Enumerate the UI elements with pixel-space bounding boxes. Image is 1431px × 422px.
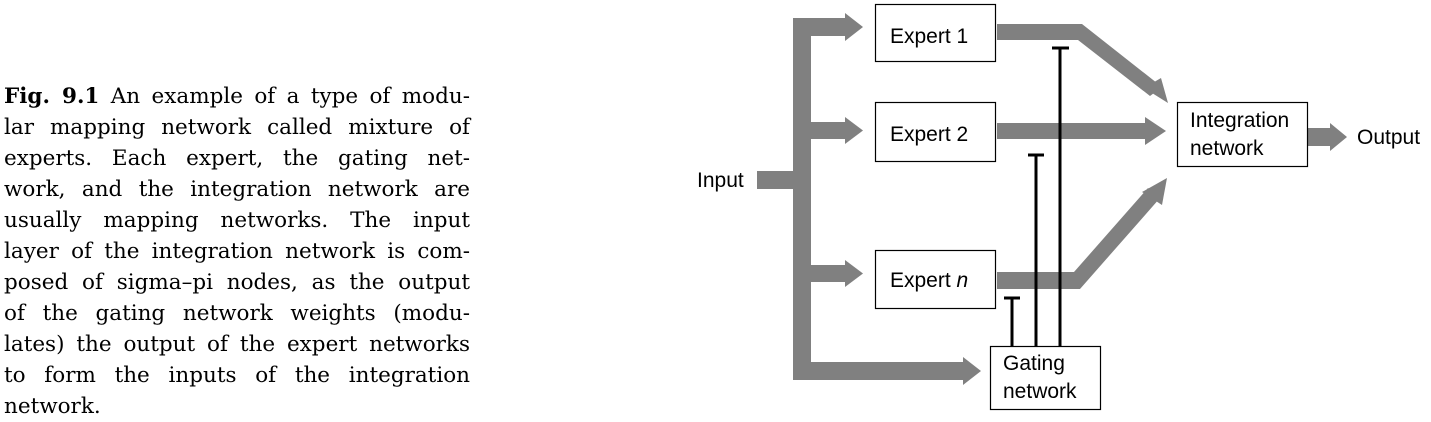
caption-line-6: layer of the integration network is com- — [4, 239, 470, 264]
caption-line-10: to form the inputs of the integration — [4, 363, 470, 388]
expert-2-label: Expert 2 — [890, 123, 968, 146]
caption-line-9: lates) the output of the expert networks — [4, 332, 470, 357]
caption-line-1: Fig. 9.1 An example of a type of modu- — [4, 84, 470, 109]
caption-line-5: usually mapping networks. The input — [4, 208, 470, 233]
input-label: Input — [697, 169, 744, 192]
arrowhead-expert-1-out — [1144, 78, 1168, 103]
branch-expert-2 — [811, 122, 845, 139]
arrowhead-expert-1 — [845, 13, 863, 41]
arrowhead-output — [1330, 123, 1347, 151]
integration-label-line-2: network — [1190, 137, 1264, 160]
expert-n-label: Expert n — [890, 269, 968, 292]
flow-arrows — [757, 13, 1347, 385]
flow-expert-n-out — [997, 188, 1160, 289]
arrowhead-expert-2-out — [1145, 117, 1166, 145]
caption-line-8: of the gating network weights (modu- — [4, 301, 470, 326]
figure-caption: Fig. 9.1 An example of a type of modu- l… — [4, 81, 470, 422]
gating-lines — [1004, 46, 1069, 346]
branch-expert-1 — [793, 18, 845, 36]
caption-line-7: posed of sigma–pi nodes, as the output — [4, 270, 470, 295]
expert-1-label: Expert 1 — [890, 25, 968, 48]
integration-network-box — [1176, 101, 1309, 168]
gating-network-box — [989, 345, 1102, 411]
flow-expert-1-out — [997, 24, 1162, 96]
output-label: Output — [1357, 126, 1420, 149]
caption-line-3: experts. Each expert, the gating net- — [4, 146, 470, 171]
branch-gating — [811, 362, 963, 380]
input-stem — [757, 171, 795, 189]
gating-label-line-1: Gating — [1003, 352, 1065, 375]
boxes — [874, 3, 1309, 411]
caption-line-11: network. — [4, 394, 101, 419]
caption-line-2: lar mapping network called mixture of — [4, 115, 470, 140]
arrowhead-expert-2 — [845, 117, 863, 144]
expert-1-box — [874, 3, 997, 63]
flow-output — [1308, 128, 1332, 146]
arrowhead-expert-n — [845, 260, 863, 287]
caption-line-4: work, and the integration network are — [4, 177, 470, 202]
figure-label: Fig. 9.1 — [4, 84, 100, 109]
arrowhead-expert-n-out — [1142, 178, 1167, 205]
expert-n-box — [874, 249, 997, 310]
expert-2-box — [874, 101, 997, 163]
gating-label-line-2: network — [1003, 380, 1077, 403]
branch-expert-n — [811, 265, 845, 282]
arrowhead-gating — [963, 357, 981, 385]
input-trunk — [793, 18, 811, 380]
integration-label-line-1: Integration — [1190, 109, 1289, 132]
flow-expert-2-out — [997, 123, 1145, 139]
